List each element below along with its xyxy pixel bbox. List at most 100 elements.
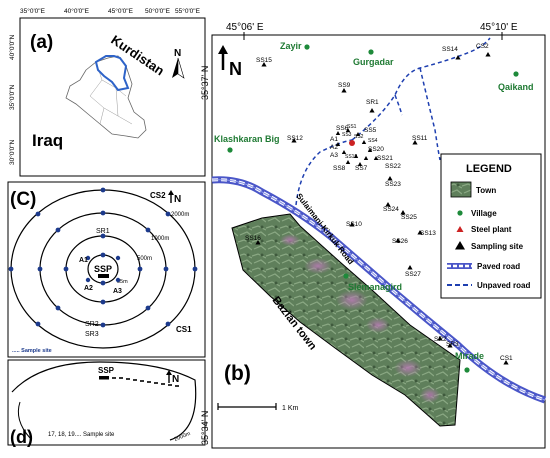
panel-c-label: (C) bbox=[10, 189, 36, 210]
ring-label-500: 500m bbox=[137, 256, 152, 262]
legend: LEGEND Town Village Steel plant Sampling… bbox=[440, 153, 542, 299]
village-gurgadar: Gurgadar bbox=[353, 57, 394, 67]
legend-steel: Steel plant bbox=[471, 225, 512, 234]
scale-bar: 1 Km bbox=[217, 403, 299, 412]
point-sr3-c: SR3 bbox=[85, 331, 99, 338]
point-sr1-c: SR1 bbox=[96, 228, 110, 235]
site-ss2: SS2 bbox=[354, 134, 364, 140]
legend-town-swatch bbox=[450, 181, 472, 198]
lon-tick-a5: 55°0'0"E bbox=[175, 7, 201, 15]
legend-steel-swatch bbox=[456, 226, 464, 232]
panel-a: 35°0'0"E 40°0'0"E 45°0'0"E 50°0'0"E 55°0… bbox=[8, 7, 206, 177]
ring-label-d: 2000m bbox=[174, 431, 192, 443]
site-ss27: SS27 bbox=[405, 271, 421, 278]
village-slemanagird: Slemanagird bbox=[348, 282, 402, 292]
lat-tick-a2: 35°0'0"N bbox=[8, 84, 16, 110]
legend-village-swatch bbox=[457, 210, 463, 216]
ssp-marker bbox=[98, 274, 109, 278]
iraq-outline bbox=[65, 55, 147, 139]
village-klashkaran: Klashkaran Big bbox=[214, 134, 280, 144]
panel-d: SSP N (d) 17, 18, 19.... Sample site 200… bbox=[7, 359, 206, 447]
lat-label-b1: 35°37' N bbox=[200, 66, 210, 100]
panel-c: (C) 2000m 1000m 500m 55m SSP bbox=[7, 181, 206, 358]
sample-note-c: ..... Sample site bbox=[12, 348, 52, 354]
site-ss20: SS20 bbox=[368, 146, 384, 153]
legend-town: Town bbox=[476, 186, 496, 195]
point-a1-c: A1 bbox=[79, 257, 88, 264]
legend-paved: Paved road bbox=[477, 262, 520, 271]
site-ss8: SS8 bbox=[333, 165, 346, 172]
site-cs2: CS2 bbox=[476, 43, 489, 50]
site-ss26: SS26 bbox=[392, 238, 408, 245]
site-ss10: SS10 bbox=[346, 221, 362, 228]
panel-a-frame bbox=[19, 17, 206, 177]
steel-plant-cluster bbox=[335, 128, 379, 166]
site-ss3: SS3 bbox=[342, 132, 352, 138]
north-letter-c: N bbox=[174, 194, 181, 205]
site-ss11: SS11 bbox=[412, 135, 428, 142]
panel-c-frame bbox=[7, 181, 206, 358]
site-sr1: SR1 bbox=[366, 99, 379, 106]
sample-dots-c bbox=[8, 187, 198, 328]
lon-label-b1: 45°06' E bbox=[226, 22, 264, 33]
panel-b: 45°06' E 45°10' E 35°37' N 35°34' N N bbox=[200, 22, 547, 449]
sample-note-d: 17, 18, 19.... Sample site bbox=[48, 432, 115, 438]
lat-tick-a3: 30°0'0"N bbox=[8, 139, 16, 165]
site-ss25: SS25 bbox=[401, 214, 417, 221]
village-markers bbox=[227, 44, 519, 373]
sample-site-note-c: ..... Sample site bbox=[12, 348, 52, 354]
site-ss14: SS14 bbox=[442, 46, 458, 53]
north-arrow-b-icon: N bbox=[218, 45, 242, 79]
site-ss19: SS19 bbox=[345, 154, 357, 160]
panel-a-label: (a) bbox=[30, 32, 53, 53]
lat-tick-a1: 40°0'0"N bbox=[8, 34, 16, 60]
lon-tick-a4: 50°0'0"E bbox=[145, 7, 171, 15]
site-ss12: SS12 bbox=[287, 135, 303, 142]
lon-tick-a1: 35°0'0"E bbox=[20, 7, 46, 15]
site-sr3: SR3 bbox=[446, 341, 459, 348]
village-zayir: Zayir bbox=[280, 41, 302, 51]
site-ss22: SS22 bbox=[385, 163, 401, 170]
site-ss24: SS24 bbox=[383, 206, 399, 213]
ssp-center-label: SSP bbox=[94, 264, 112, 274]
sampling-site-markers bbox=[255, 52, 509, 365]
iraq-label: Iraq bbox=[32, 131, 63, 150]
north-letter-d: N bbox=[172, 374, 179, 385]
point-a2-c: A2 bbox=[84, 285, 93, 292]
north-arrow-d-icon: N bbox=[166, 370, 179, 385]
paved-road-inner bbox=[211, 179, 546, 401]
north-letter-b: N bbox=[229, 59, 242, 79]
ring-label-1000: 1000m bbox=[151, 236, 169, 242]
ssp-label-d: SSP bbox=[98, 366, 115, 375]
lon-tick-a3: 45°0'0"E bbox=[108, 7, 134, 15]
panel-b-frame bbox=[211, 34, 546, 449]
site-ss4: SS4 bbox=[368, 138, 378, 144]
site-ss21: SS21 bbox=[377, 155, 393, 162]
site-labels: SS15 SS9 SR1 SS12 SS11 SS14 CS2 SS6 SS5 … bbox=[245, 43, 513, 362]
panel-b-label: (b) bbox=[224, 362, 251, 385]
site-ss13: SS13 bbox=[420, 230, 436, 237]
unpaved-roads bbox=[295, 37, 491, 206]
site-ss5: SS5 bbox=[364, 127, 377, 134]
site-ss23: SS23 bbox=[385, 181, 401, 188]
bazian-town-area bbox=[231, 213, 461, 427]
scale-label: 1 Km bbox=[282, 405, 299, 412]
lat-label-b2: 35°34' N bbox=[200, 411, 210, 445]
village-mirade: Mirade bbox=[455, 351, 484, 361]
site-a3: A3 bbox=[330, 152, 338, 159]
legend-box bbox=[440, 153, 542, 299]
site-ss7: SS7 bbox=[355, 165, 368, 172]
site-ss15: SS15 bbox=[256, 57, 272, 64]
site-ss6: SS6 bbox=[336, 125, 349, 132]
point-cs2-c: CS2 bbox=[150, 191, 166, 200]
kurdistan-region bbox=[94, 55, 130, 92]
legend-site: Sampling site bbox=[471, 242, 524, 251]
site-cs1: CS1 bbox=[500, 355, 513, 362]
village-labels: Zayir Gurgadar Qaikand Klashkaran Big Sl… bbox=[214, 41, 534, 361]
lon-label-b2: 45°10' E bbox=[480, 22, 518, 33]
ring-label-2000: 2000m bbox=[171, 212, 189, 218]
legend-title: LEGEND bbox=[466, 163, 512, 175]
site-ss1: SS1 bbox=[347, 124, 357, 130]
sample-marks-d bbox=[112, 377, 179, 387]
